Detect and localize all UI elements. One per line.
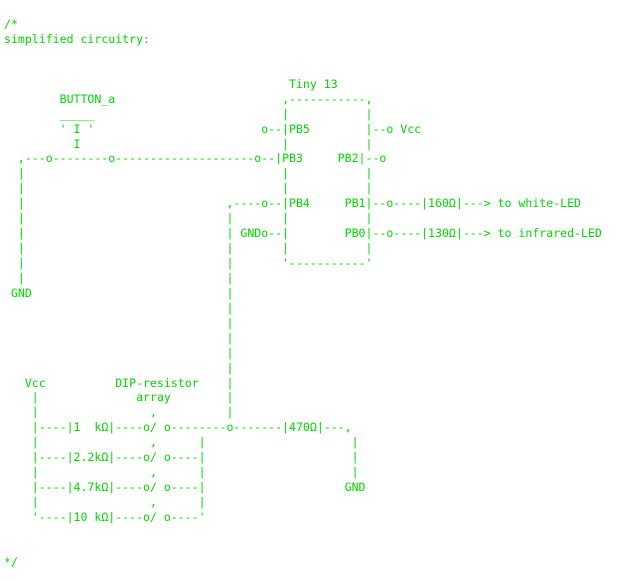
code-line-12: | | |: [4, 181, 373, 196]
code-line-16: | | | |: [4, 241, 373, 256]
code-line-37: */: [4, 554, 18, 569]
code-line-20: |: [4, 300, 234, 315]
code-line-22: |: [4, 330, 234, 345]
code-line-3: [4, 47, 637, 62]
code-line-23: |: [4, 345, 234, 360]
code-comment-block: /*simplified circuitry: Tiny 13 BUTTON_a…: [4, 17, 637, 570]
code-line-15: | | GNDo--| PB0|--o----|130Ω|---> to inf…: [4, 226, 602, 241]
code-line-29: | , | |: [4, 435, 359, 450]
code-line-32: |----|4.7kΩ|----o/ o----| GND: [4, 480, 366, 495]
code-line-33: | , |: [4, 495, 206, 509]
code-line-25: Vcc DIP-resistor |: [4, 375, 234, 390]
code-line-11: | | |: [4, 166, 373, 181]
code-line-24: |: [4, 360, 234, 375]
code-line-7: _____ | |: [4, 106, 373, 121]
code-line-27: | , |: [4, 405, 234, 420]
code-line-28: |----|1 kΩ|----o/ o--------o-------|470Ω…: [4, 420, 352, 435]
code-line-30: |----|2.2kΩ|----o/ o----| |: [4, 450, 359, 465]
code-line-14: | | | |: [4, 211, 373, 226]
code-line-4: [4, 62, 637, 77]
code-line-6: BUTTON_a ,-----------,: [4, 91, 373, 106]
code-line-10: ,---o--------o--------------------o--|PB…: [4, 151, 387, 166]
code-line-26: | array |: [4, 390, 234, 405]
code-line-35: [4, 525, 637, 540]
code-line-5: Tiny 13: [4, 76, 338, 91]
code-line-34: '----|10 kΩ|----o/ o----': [4, 509, 206, 524]
code-line-13: | ,----o--|PB4 PB1|--o----|160Ω|---> to …: [4, 196, 582, 211]
code-line-36: [4, 540, 637, 555]
code-line-9: I | |: [4, 136, 373, 151]
code-line-18: | |: [4, 270, 234, 285]
code-line-1: /*: [4, 17, 18, 31]
code-line-31: | , | |: [4, 465, 359, 480]
code-line-17: | | '-----------': [4, 256, 373, 270]
code-line-19: GND |: [4, 285, 234, 300]
code-line-21: |: [4, 315, 234, 330]
code-line-2: simplified circuitry:: [4, 31, 150, 46]
code-line-8: ' I ' o--|PB5 |--o Vcc: [4, 121, 422, 136]
